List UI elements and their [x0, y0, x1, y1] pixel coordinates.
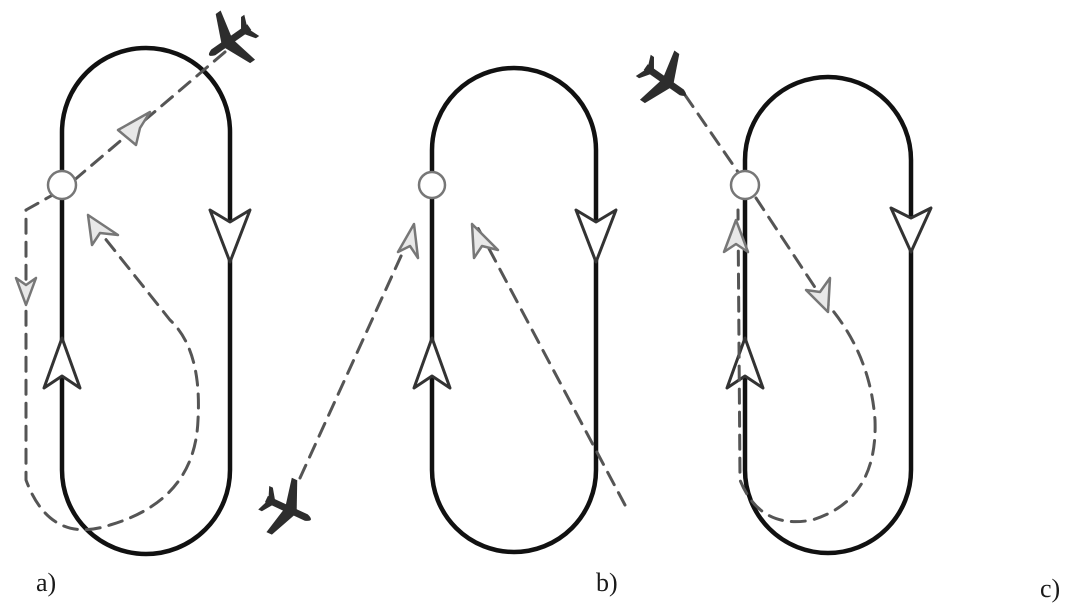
holding-track-a	[59, 45, 233, 557]
entry-path-a-parallel	[24, 190, 200, 532]
entry-path-c-inbound	[683, 93, 740, 174]
entry-arrow-b1	[396, 222, 420, 260]
entry-arrow-c2	[722, 218, 750, 254]
entry-arrow-a3	[86, 213, 120, 247]
holding-fix-b	[417, 170, 447, 200]
entry-path-c-teardrop	[736, 196, 877, 524]
outbound-arrow-c	[889, 206, 933, 254]
panel-label-b: b)	[596, 568, 618, 597]
entry-arrow-b2	[470, 222, 500, 260]
panel-a	[14, 0, 269, 557]
entry-arrow-c1	[804, 276, 832, 314]
holding-track-c	[742, 74, 914, 556]
outbound-arrow-b	[574, 208, 618, 264]
outbound-arrow-a	[208, 208, 252, 264]
inbound-arrow-a	[42, 336, 82, 390]
panel-b	[251, 65, 627, 555]
airplane-icon-c	[626, 40, 704, 120]
airplane-icon-b	[251, 470, 324, 547]
holding-fix-c	[729, 169, 761, 201]
panel-label-a: a)	[36, 568, 57, 597]
entry-path-b-left	[298, 230, 414, 480]
entry-arrow-a1	[116, 110, 152, 147]
holding-fix-a	[46, 169, 78, 201]
entry-path-a-inbound	[70, 50, 227, 184]
inbound-arrow-b	[412, 336, 452, 390]
inbound-arrow-c	[725, 336, 765, 390]
panel-c	[626, 40, 933, 556]
panel-label-c: c)	[1040, 574, 1061, 603]
entry-arrow-a2	[14, 276, 38, 307]
holding-track-b	[429, 65, 599, 555]
entry-path-b-right	[476, 226, 627, 507]
